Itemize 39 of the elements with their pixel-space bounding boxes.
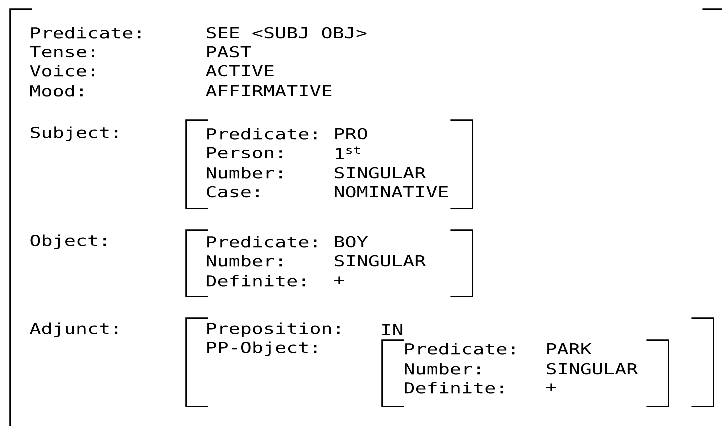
feature-value: SINGULAR — [547, 363, 638, 375]
feature-value: + — [546, 384, 556, 392]
feature-value: PRO — [336, 128, 368, 140]
feature-name: PP-Object: — [208, 342, 317, 356]
feature-name: Predicate: — [406, 343, 515, 355]
feature-name: Person: — [208, 147, 282, 159]
feature-name: Voice: — [30, 65, 94, 77]
feature-name: Predicate: — [208, 236, 317, 248]
feature-name: Subject: — [31, 126, 118, 142]
feature-name: Definite: — [207, 275, 306, 287]
feature-value: SEE <SUBJ OBJ> — [207, 27, 367, 39]
feature-name: Number: — [207, 167, 282, 179]
feature-name: Number: — [207, 255, 282, 267]
feature-value: BOY — [335, 236, 368, 248]
feature-name: Tense: — [30, 46, 94, 58]
feature-name: Adjunct: — [30, 322, 118, 338]
feature-value: PAST — [208, 46, 252, 58]
matrix-bracket — [10, 8, 722, 426]
feature-value: IN — [382, 324, 403, 336]
feature-name: Object: — [30, 234, 106, 250]
feature-value: 1$^{st}$ — [336, 146, 360, 160]
matrix-bracket — [186, 318, 714, 408]
feature-value: SINGULAR — [335, 167, 426, 179]
feature-name: Definite: — [405, 382, 504, 394]
feature-name: Case: — [207, 186, 259, 198]
feature-name: Mood: — [30, 85, 83, 97]
feature-value: PARK — [548, 344, 592, 354]
feature-value: SINGULAR — [335, 255, 426, 267]
feature-name: Number: — [405, 363, 480, 375]
matrix-bracket — [186, 230, 474, 298]
feature-name: Preposition: — [208, 322, 340, 338]
feature-name: Predicate: — [208, 128, 317, 140]
feature-value: NOMINATIVE — [335, 186, 448, 198]
matrix-bracket — [186, 120, 474, 210]
feature-name: Predicate: — [32, 27, 141, 39]
feature-value: AFFIRMATIVE — [206, 86, 332, 96]
matrix-bracket — [382, 340, 670, 408]
feature-value: + — [334, 276, 344, 284]
feature-value: ACTIVE — [206, 65, 274, 77]
